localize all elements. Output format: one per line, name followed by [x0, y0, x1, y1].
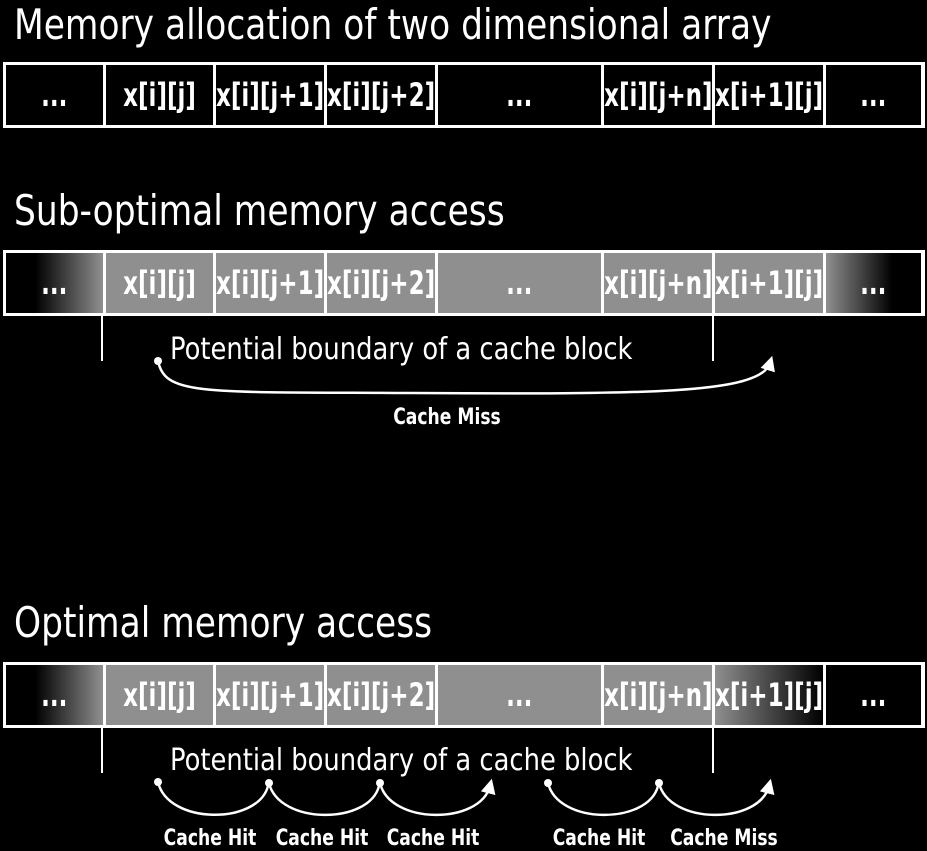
array-row-optimal: ... x[i][j] x[i][j+1] x[i][j+2] ... x[i]…	[3, 662, 925, 728]
cache-boundary-label: Potential boundary of a cache block	[170, 332, 633, 367]
arc-optimal-hit-3	[376, 778, 496, 817]
title-optimal-access: Optimal memory access	[14, 598, 433, 647]
cache-hit-label: Cache Hit	[275, 826, 369, 851]
arc-optimal-hit-4	[544, 779, 660, 817]
array-cell: x[i+1][j]	[715, 65, 823, 125]
array-cell: ...	[438, 665, 601, 725]
array-cell: ...	[6, 665, 103, 725]
array-cell: x[i][j]	[106, 253, 213, 313]
cache-hit-label: Cache Hit	[163, 826, 257, 851]
array-cell: x[i][j+2]	[327, 253, 435, 313]
cache-miss-label: Cache Miss	[393, 405, 501, 430]
array-row-allocation: ... x[i][j] x[i][j+1] x[i][j+2] ... x[i]…	[3, 62, 925, 128]
array-cell: ...	[826, 65, 921, 125]
array-cell: x[i][j+2]	[327, 65, 435, 125]
cache-boundary-tick	[712, 316, 714, 361]
arc-optimal-hit-2	[265, 779, 381, 817]
array-cell: x[i][j+1]	[216, 65, 324, 125]
cache-boundary-label: Potential boundary of a cache block	[170, 743, 633, 778]
title-memory-allocation: Memory allocation of two dimensional arr…	[14, 0, 772, 49]
array-cell: x[i][j]	[106, 65, 213, 125]
cache-hit-label: Cache Hit	[552, 826, 646, 851]
array-cell: x[i][j+n]	[604, 253, 712, 313]
array-cell: ...	[826, 253, 921, 313]
cache-hit-label: Cache Hit	[386, 826, 480, 851]
array-cell: ...	[6, 253, 103, 313]
arc-optimal-miss	[655, 778, 775, 817]
array-cell: x[i][j+1]	[216, 253, 324, 313]
arc-sub-optimal-miss	[154, 355, 775, 395]
arc-optimal-hit-1	[154, 778, 270, 816]
array-cell: ...	[438, 65, 601, 125]
array-cell: x[i][j+n]	[604, 65, 712, 125]
array-cell: x[i][j+1]	[216, 665, 324, 725]
cache-miss-label: Cache Miss	[670, 826, 778, 851]
array-cell: ...	[6, 65, 103, 125]
array-cell: x[i][j+n]	[604, 665, 712, 725]
array-cell: x[i+1][j]	[715, 253, 823, 313]
cache-boundary-tick	[101, 316, 103, 361]
array-cell: ...	[826, 665, 921, 725]
cache-boundary-tick	[101, 728, 103, 773]
cache-boundary-tick	[712, 728, 714, 773]
title-sub-optimal-access: Sub-optimal memory access	[14, 186, 505, 235]
array-cell: x[i][j+2]	[327, 665, 435, 725]
array-cell: x[i+1][j]	[715, 665, 823, 725]
array-cell: ...	[438, 253, 601, 313]
array-row-sub-optimal: ... x[i][j] x[i][j+1] x[i][j+2] ... x[i]…	[3, 250, 925, 316]
array-cell: x[i][j]	[106, 665, 213, 725]
